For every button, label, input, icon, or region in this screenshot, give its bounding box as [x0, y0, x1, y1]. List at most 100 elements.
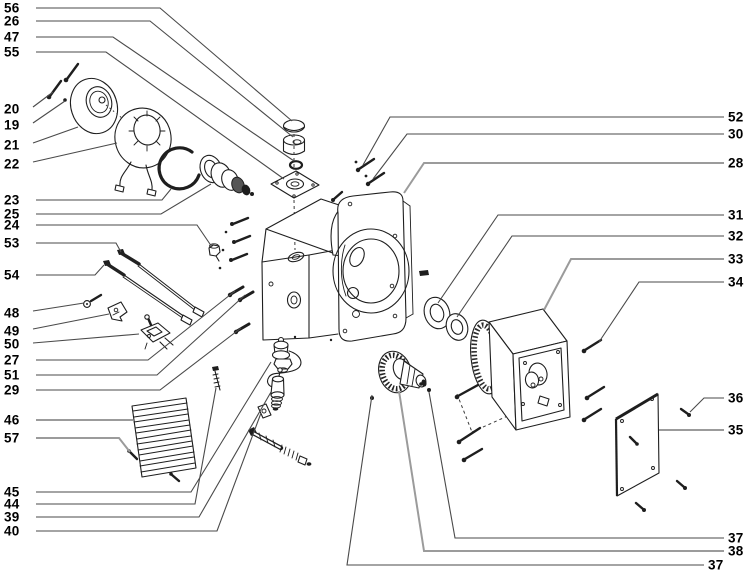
- callout-30: 30: [728, 126, 744, 142]
- callout-21: 21: [4, 137, 20, 153]
- part-long-screw-44: [212, 366, 221, 391]
- leader-line-50: [32, 333, 140, 344]
- leader-line-45: [36, 361, 272, 493]
- part-bolt-cluster-left: [218, 216, 252, 270]
- leader-line-54: [36, 264, 105, 276]
- callout-19: 19: [4, 117, 20, 133]
- leader-line-20: [32, 91, 54, 108]
- leader-line-40: [36, 412, 262, 532]
- leader-line-48: [32, 302, 85, 312]
- part-fitting-24: [208, 243, 221, 262]
- part-screws-52-30: [354, 157, 386, 187]
- part-pressure-switch-50: [140, 314, 174, 350]
- leader-line-49: [32, 313, 110, 330]
- callout-46: 46: [4, 412, 20, 428]
- callout-20: 20: [4, 101, 20, 117]
- callout-56: 56: [4, 0, 20, 16]
- callout-24: 24: [4, 217, 20, 233]
- callout-39: 39: [4, 509, 20, 525]
- leader-line-29: [36, 327, 242, 391]
- part-filter-cup-26: [282, 134, 306, 156]
- leader-line-51: [36, 294, 246, 376]
- leader-line-57: [36, 437, 131, 453]
- leader-line-36: [689, 397, 724, 413]
- part-gearbox-housing-28: [261, 190, 414, 342]
- part-screws-36: [634, 407, 691, 512]
- leader-line-26: [36, 20, 294, 138]
- part-transducer-45: [267, 336, 302, 388]
- callout-49: 49: [4, 323, 20, 339]
- leader-line-31: [437, 214, 724, 304]
- leader-line-28: [403, 162, 724, 194]
- leader-line-30: [372, 133, 724, 180]
- callout-27: 27: [4, 352, 20, 368]
- callout-50: 50: [4, 336, 20, 352]
- part-cable-54: [103, 260, 193, 326]
- leader-line-25: [36, 183, 212, 215]
- leader-line-34: [598, 281, 724, 343]
- leader-line-24: [36, 224, 213, 248]
- part-cable-53: [117, 249, 205, 318]
- callout-53: 53: [4, 235, 20, 251]
- callout-31: 31: [728, 207, 744, 223]
- part-filler-cap-56: [282, 119, 306, 133]
- leader-line-39: [36, 391, 272, 518]
- leader-line-32: [456, 235, 724, 318]
- leader-line-44: [36, 387, 217, 505]
- callout-28: 28: [728, 155, 744, 171]
- part-pulley-37-38: [370, 350, 431, 400]
- part-fill-plate-55: [270, 170, 320, 199]
- leader-line-53: [36, 242, 122, 253]
- part-gasket-47: [288, 160, 304, 170]
- leader-line-23: [36, 188, 172, 201]
- callout-33: 33: [728, 251, 744, 267]
- leader-line-27: [36, 290, 236, 361]
- callout-44: 44: [4, 496, 20, 512]
- part-valve-39-40: [257, 367, 285, 419]
- leader-line-55: [36, 51, 285, 180]
- part-screws-34: [419, 338, 606, 463]
- key-19: [63, 98, 67, 102]
- part-clip-49: [107, 301, 128, 322]
- callout-40: 40: [4, 523, 20, 539]
- part-retaining-ring-23: [157, 146, 201, 191]
- leader-lines: [32, 7, 724, 566]
- callout-54: 54: [4, 267, 20, 283]
- callout-25: 25: [4, 206, 20, 222]
- callout-22: 22: [4, 156, 20, 172]
- part-armature-25: [199, 154, 254, 196]
- part-field-coil-22: [114, 107, 172, 197]
- leader-line-52: [362, 116, 724, 166]
- callout-32: 32: [728, 228, 744, 244]
- callout-45: 45: [4, 484, 20, 500]
- callout-36: 36: [728, 390, 744, 406]
- callout-48: 48: [4, 305, 20, 321]
- callout-34: 34: [728, 274, 744, 290]
- key-37-right: [427, 388, 431, 392]
- part-motor-33: [470, 308, 571, 431]
- callout-55: 55: [4, 44, 20, 60]
- callout-35: 35: [728, 422, 744, 438]
- callout-57: 57: [4, 430, 20, 446]
- callout-37a: 37: [728, 530, 744, 546]
- part-clutch-rotor-21: [69, 77, 129, 135]
- part-filter-46: [131, 397, 197, 478]
- callout-52: 52: [728, 109, 744, 125]
- leader-line-33: [543, 258, 724, 311]
- leader-line-37a: [428, 391, 724, 539]
- callout-51: 51: [4, 367, 20, 383]
- leader-line-47: [36, 36, 295, 162]
- part-drain-tube: [248, 427, 312, 466]
- callout-23: 23: [4, 192, 20, 208]
- part-cover-panel-35: [614, 392, 660, 497]
- leader-line-19: [32, 100, 66, 124]
- part-fitting-48: [83, 293, 103, 308]
- leader-line-56: [36, 7, 293, 122]
- part-washers-31-32: [419, 270, 469, 341]
- leader-line-37b: [346, 394, 704, 566]
- callout-37b: 37: [708, 557, 724, 573]
- leader-line-21: [32, 126, 79, 144]
- callout-29: 29: [4, 382, 20, 398]
